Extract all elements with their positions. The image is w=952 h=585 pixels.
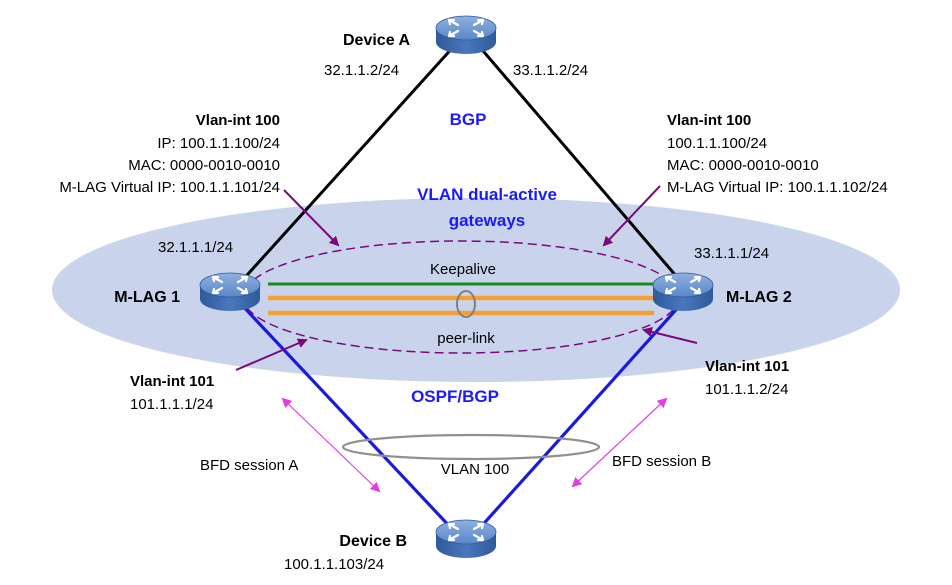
mlag-system-ellipse <box>52 198 900 382</box>
left-vlanint101-title: Vlan-int 101 <box>130 373 214 390</box>
device-a-name: Device A <box>343 32 410 49</box>
bgp-label: BGP <box>450 110 487 129</box>
link-mlag1-device-a <box>237 43 457 286</box>
arrow-right-vlanint100 <box>602 185 661 247</box>
right-vlanint101-title: Vlan-int 101 <box>705 358 789 375</box>
vlan100-label: VLAN 100 <box>441 461 509 478</box>
keepalive-label: Keepalive <box>430 261 496 278</box>
mlag2-uplink-ip: 33.1.1.1/24 <box>694 245 769 262</box>
peer-link-bundle-ring <box>456 290 476 318</box>
mlag1-switch-icon[interactable] <box>198 271 262 313</box>
dual-active-label-line2: gateways <box>449 211 526 230</box>
left-vlanint100-ip: IP: 100.1.1.100/24 <box>157 135 280 152</box>
ospf-bgp-label: OSPF/BGP <box>411 387 499 406</box>
device-b-router-icon[interactable] <box>434 518 498 560</box>
left-vlanint101-ip: 101.1.1.1/24 <box>130 396 213 413</box>
device-b-ip: 100.1.1.103/24 <box>284 556 384 573</box>
left-vlanint100-mac: MAC: 0000-0010-0010 <box>128 157 280 174</box>
left-vlanint100-vip: M-LAG Virtual IP: 100.1.1.101/24 <box>59 179 280 196</box>
device-a-router-icon[interactable] <box>434 14 498 56</box>
arrow-left-vlanint100 <box>283 189 340 247</box>
peer-link-label: peer-link <box>437 330 495 347</box>
mlag2-name: M-LAG 2 <box>726 289 792 306</box>
bfd-session-b-label: BFD session B <box>612 453 711 470</box>
right-vlanint100-title: Vlan-int 100 <box>667 112 751 129</box>
bfd-session-a-arrow <box>281 397 381 493</box>
device-b-name: Device B <box>339 533 407 550</box>
left-vlanint100-title: Vlan-int 100 <box>196 112 280 129</box>
link-mlag2-device-a <box>476 44 685 285</box>
arrow-left-vlanint101 <box>235 338 308 371</box>
dual-active-label-line1: VLAN dual-active <box>417 185 557 204</box>
vlan100-aggregation-ring <box>341 433 601 461</box>
bfd-session-b-arrow <box>571 397 668 488</box>
mlag1-name: M-LAG 1 <box>114 289 180 306</box>
mlag2-switch-icon[interactable] <box>651 271 715 313</box>
bfd-session-a-label: BFD session A <box>200 457 298 474</box>
device-a-ip-right: 33.1.1.2/24 <box>513 62 588 79</box>
right-vlanint100-vip: M-LAG Virtual IP: 100.1.1.102/24 <box>667 179 888 196</box>
right-vlanint100-mac: MAC: 0000-0010-0010 <box>667 157 819 174</box>
mlag1-uplink-ip: 32.1.1.1/24 <box>158 239 233 256</box>
device-a-ip-left: 32.1.1.2/24 <box>324 62 399 79</box>
right-vlanint100-ip: 100.1.1.100/24 <box>667 135 767 152</box>
arrow-right-vlanint101 <box>642 327 698 344</box>
right-vlanint101-ip: 101.1.1.2/24 <box>705 381 788 398</box>
